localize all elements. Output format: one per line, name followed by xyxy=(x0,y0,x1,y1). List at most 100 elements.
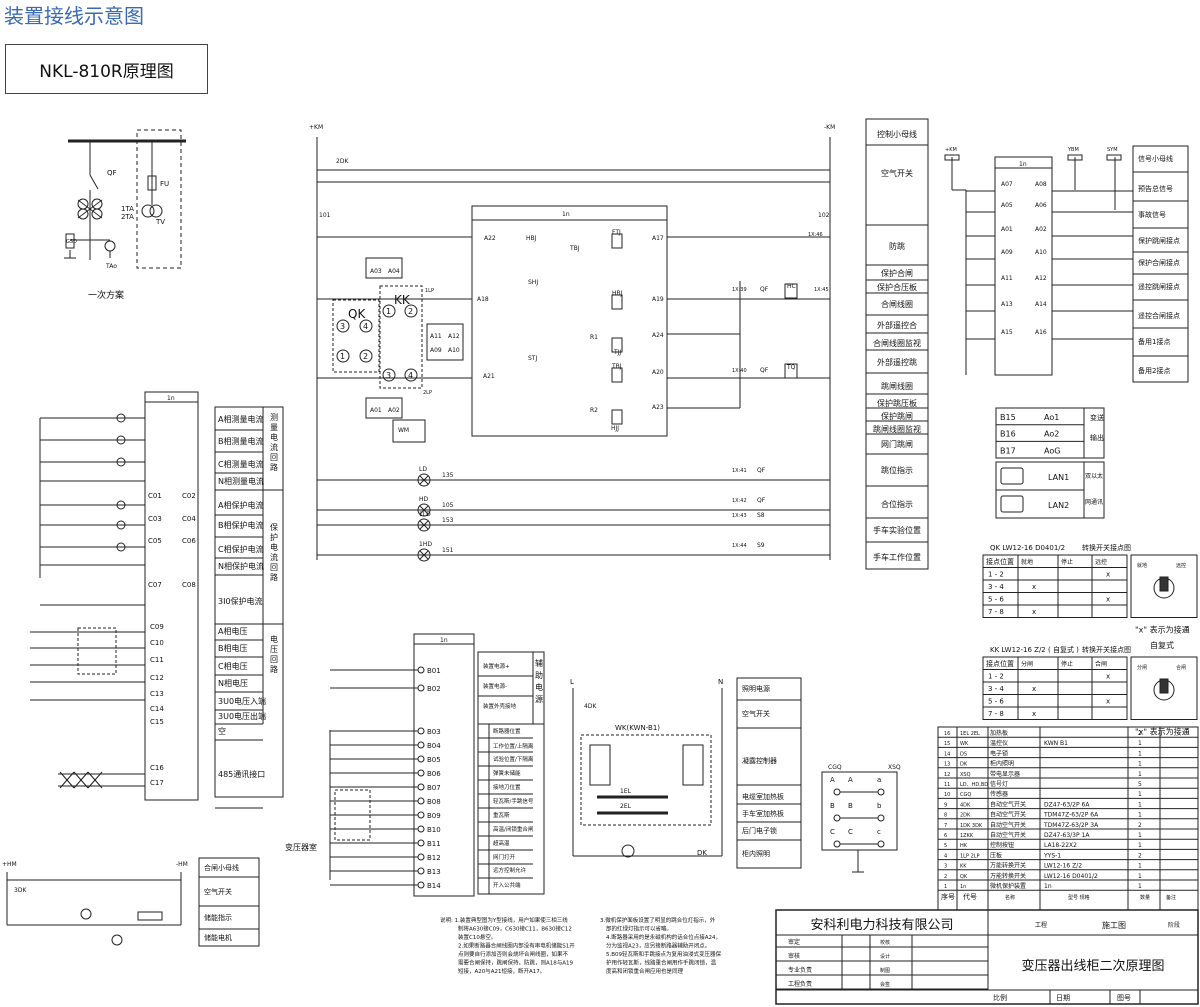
bi-pin-label: B06 xyxy=(427,770,441,778)
primary-scheme-label: 一次方案 xyxy=(88,289,124,301)
contact-label: S9 xyxy=(757,542,765,549)
switch-table-caption: 转换开关接点图 xyxy=(1082,645,1131,654)
pin-label: A22 xyxy=(484,235,496,242)
bom-cell: LA18-22X2 xyxy=(1044,842,1077,849)
bus-label: SYM xyxy=(1107,147,1118,153)
bom-cell: DS xyxy=(960,751,967,757)
pin-label: A23 xyxy=(652,404,664,411)
cv-pin-label: C16 xyxy=(150,764,164,772)
socket-left-label: B xyxy=(830,802,835,810)
pin-label: A02 xyxy=(388,407,400,414)
bi-side-label: 助 xyxy=(535,670,543,680)
bi-row-label: 装置电源- xyxy=(483,682,507,690)
control-label: 保护跳压板 xyxy=(877,398,917,408)
terminal-label: 1X:41 xyxy=(732,468,747,474)
note-line: 分为监视A23，应另接断路器辅助开闭点。 xyxy=(606,942,710,950)
cv-group-label: 流 xyxy=(270,552,278,562)
bom-cell: QK xyxy=(960,874,968,880)
control-label: 跳闸线圈 xyxy=(881,381,913,391)
switch-table-cell: 5 - 6 xyxy=(988,698,1004,706)
signal-pin-label: A15 xyxy=(1001,329,1013,336)
bi-row-label: 高温/闭锁重合闸 xyxy=(493,825,533,833)
signal-pin-label: A05 xyxy=(1001,202,1013,209)
bi-pin-label: B04 xyxy=(427,742,441,750)
bom-cell: 自动空气开关 xyxy=(990,811,1026,819)
ao-side-label: 变送 xyxy=(1090,413,1104,422)
cv-pin-label: C08 xyxy=(182,581,196,589)
signal-pin-label: A07 xyxy=(1001,181,1013,188)
control-label: 手车工作位置 xyxy=(873,552,921,562)
cv-row-label: 3U0电压入端 xyxy=(218,696,266,706)
bom-cell: 13 xyxy=(944,762,950,768)
lan-label: LAN2 xyxy=(1048,501,1069,510)
qk-switch-label: QK xyxy=(348,307,366,321)
control-label: 合位指示 xyxy=(881,499,913,509)
control-label: 跳闸线圈监视 xyxy=(873,424,921,434)
pin-label: A12 xyxy=(448,333,460,340)
heater-circuit: L N 4DK WK(KWN-B1) 1EL 2EL DK 照明电源空气开关凝露… xyxy=(570,677,802,869)
ao-pin-label: B17 xyxy=(1000,446,1016,455)
bom-cell: 1 xyxy=(1138,873,1142,880)
cv-pin-label: C06 xyxy=(182,537,196,545)
switch-table-cell: x xyxy=(1032,583,1036,591)
bom-cell: 5 xyxy=(944,843,947,849)
bom-cell: 柜内照明 xyxy=(990,760,1014,768)
bom-cell: CGQ xyxy=(960,792,971,798)
switch-table-cell: 3 - 4 xyxy=(988,685,1004,693)
lan-side-label: 双以太 xyxy=(1085,472,1103,480)
bi-pin-label: B13 xyxy=(427,868,441,876)
node-label: 135 xyxy=(442,472,454,479)
bom-cell: 温控仪 xyxy=(990,739,1008,747)
switch-table-header: 合闸 xyxy=(1095,660,1107,668)
signal-label: 遥控跳闸接点 xyxy=(1138,282,1180,291)
lan-label: LAN1 xyxy=(1048,473,1069,482)
signal-pin-label: A02 xyxy=(1035,226,1047,233)
signal-pin-label: A09 xyxy=(1001,249,1013,256)
cv-group-label: 回 xyxy=(270,453,278,462)
note-line: 短接，A20与A21短接，断开A17。 xyxy=(458,967,545,975)
bom-cell: 加热板 xyxy=(990,729,1008,737)
pin-label: R1 xyxy=(590,334,598,341)
binary-input-panel: 1n 装置电源+装置电源-装置外壳接地断路器位置工作位置/上隔离试验位置/下隔离… xyxy=(285,633,545,897)
control-circuit: +KM -KM 2DK 101 102 1n QK 3 4 1 2 KK 1 2… xyxy=(309,124,835,562)
heater-n-label: N xyxy=(718,678,723,686)
switch-table-cell: x xyxy=(1106,698,1110,706)
cv-row-label: 485通讯接口 xyxy=(218,769,265,779)
heater-wk-label: WK(KWN-B1) xyxy=(615,724,660,732)
cv-row-label: 空 xyxy=(218,726,226,736)
pin-label: A09 xyxy=(430,347,442,354)
primary-fu-label: FU xyxy=(160,180,169,188)
switch-table-cell: x xyxy=(1032,685,1036,693)
role-label: 专业负责 xyxy=(788,966,812,974)
node-101-label: 101 xyxy=(319,212,331,219)
cv-row-label: B相电压 xyxy=(218,643,248,653)
indicator-lamp xyxy=(417,548,431,562)
svg-text:1: 1 xyxy=(340,352,345,361)
bom-cell: 4 xyxy=(944,853,947,859)
switch-table-note: "x" 表示为接通 xyxy=(1135,727,1190,737)
cv-pin-label: C05 xyxy=(148,537,162,545)
signal-label: 备用2接点 xyxy=(1138,366,1170,375)
kk-switch-label: KK xyxy=(394,293,411,307)
svg-text:2: 2 xyxy=(363,352,368,361)
cv-group-label: 护 xyxy=(270,532,278,542)
bi-side-label: 电 xyxy=(535,682,543,692)
cv-group-label: 测 xyxy=(270,413,278,422)
bom-header: 备注 xyxy=(1166,894,1176,901)
note-line: 部的红绿灯指示可以省略。 xyxy=(606,925,672,933)
bi-row-label: 网门打开 xyxy=(493,853,516,861)
phase-label: 阶段 xyxy=(1168,921,1180,929)
pin-label: A18 xyxy=(477,296,489,303)
signal-pin-label: A11 xyxy=(1001,275,1013,282)
bom-cell: DZ47-63/3P 1A xyxy=(1044,832,1090,839)
svg-text:2: 2 xyxy=(408,307,413,316)
bom-cell: 5 xyxy=(1138,781,1142,788)
cv-pin-label: C02 xyxy=(182,492,196,500)
switch-table-cell: 5 - 6 xyxy=(988,596,1004,604)
signal-label: 备用1接点 xyxy=(1138,337,1170,346)
bi-pin-label: B09 xyxy=(427,812,441,820)
bi-pin-label: B14 xyxy=(427,882,441,890)
storage-label: 储能电机 xyxy=(204,933,232,942)
